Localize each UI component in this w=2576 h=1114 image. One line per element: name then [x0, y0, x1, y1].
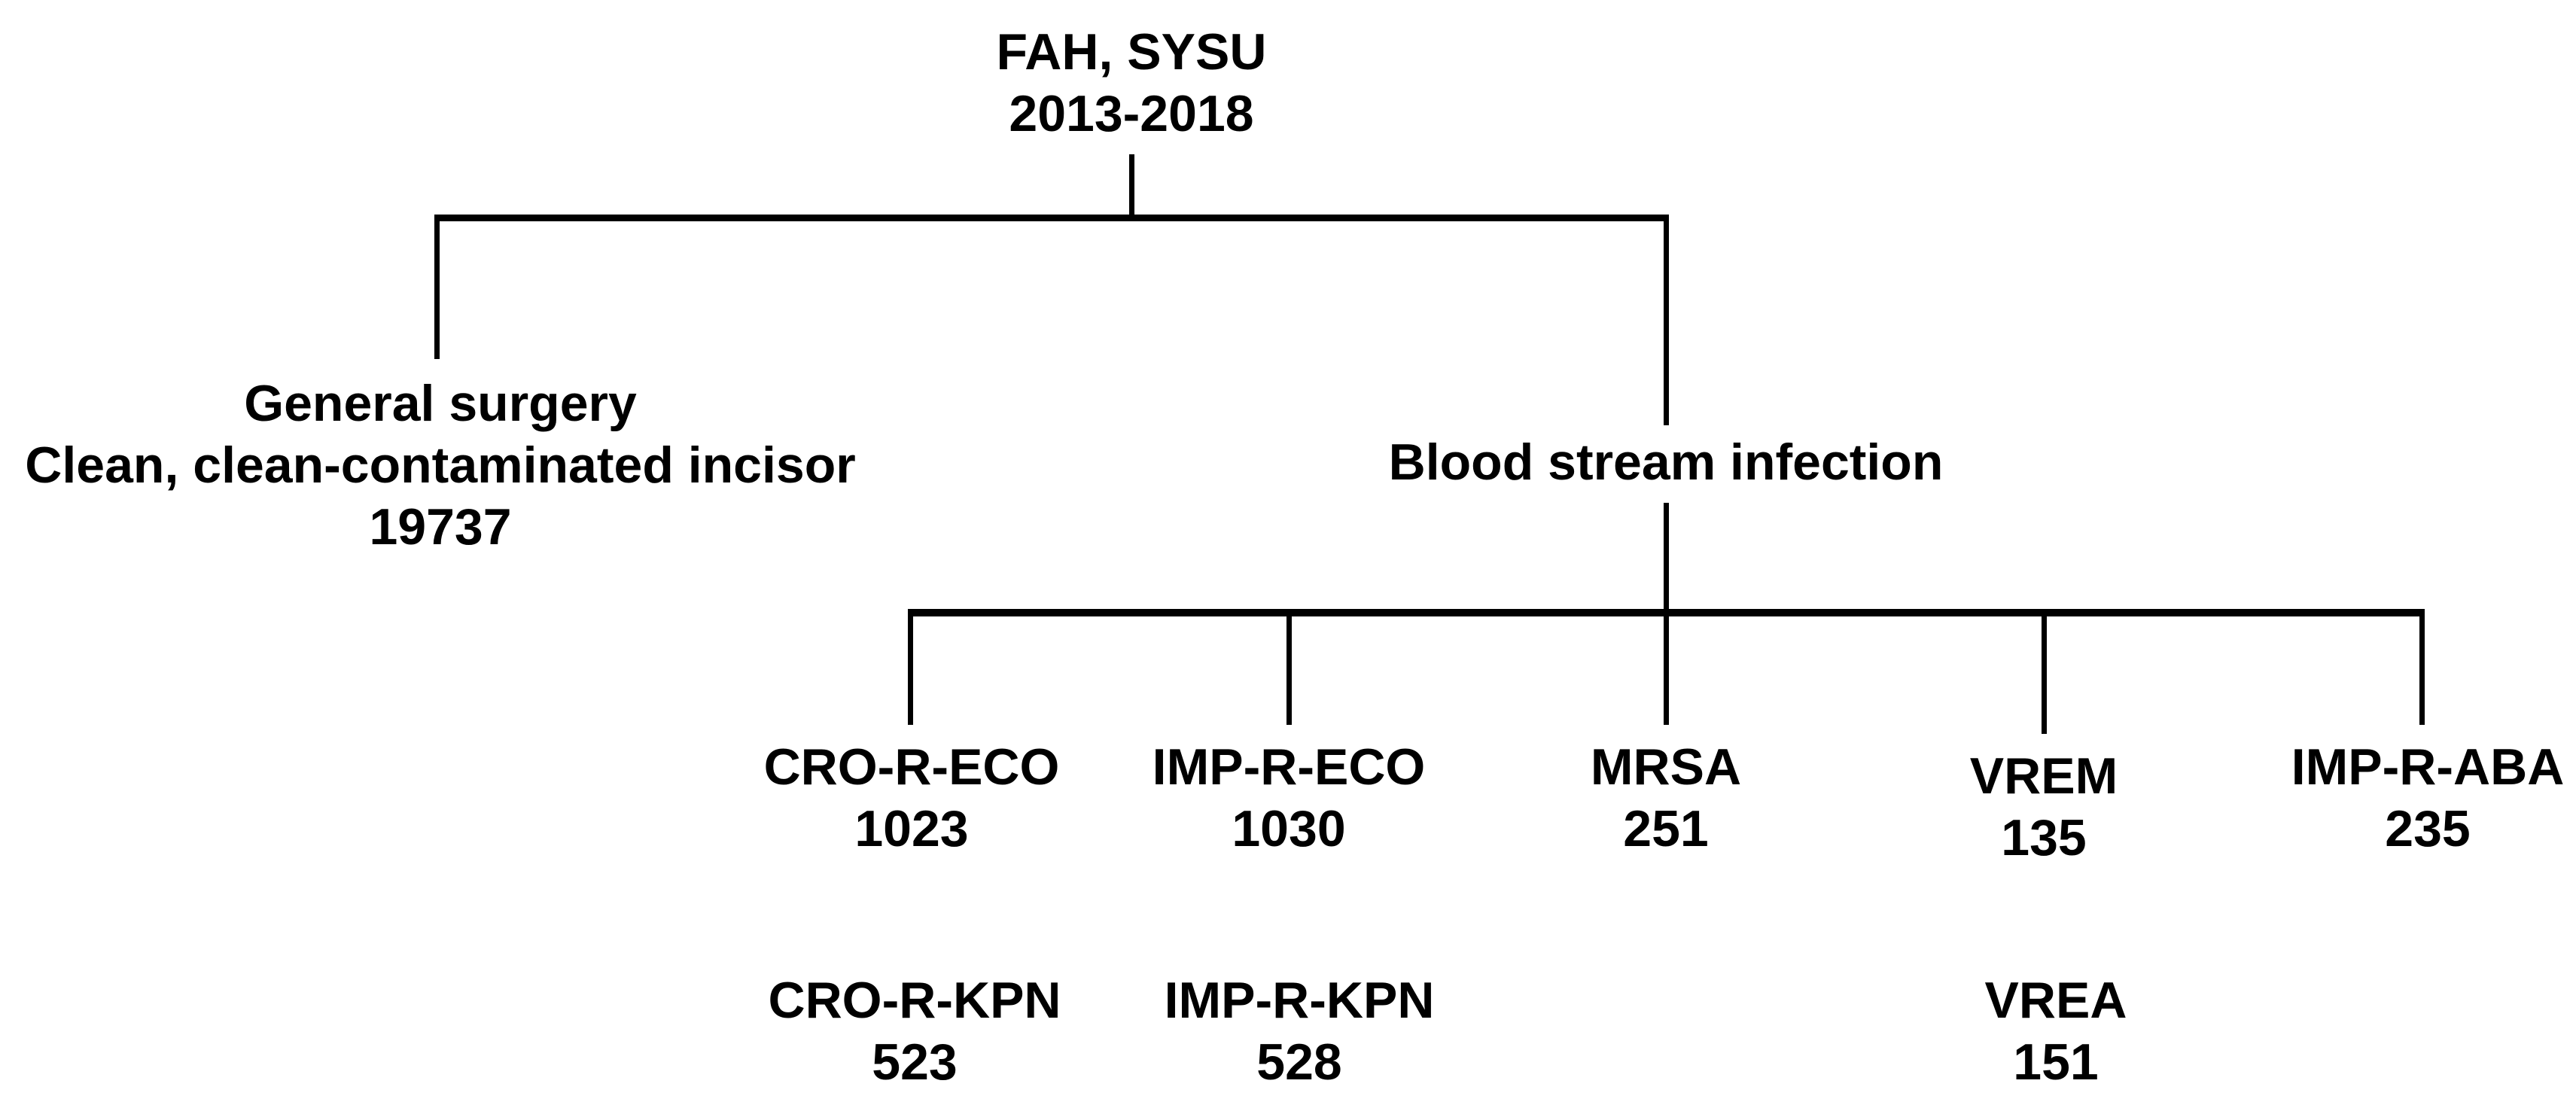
node-imp-r-kpn-count: 528	[1256, 1033, 1342, 1091]
connector-child4-stem	[2042, 609, 2047, 734]
node-cro-r-kpn: CRO-R-KPN 523	[768, 969, 1061, 1093]
node-imp-r-eco: IMP-R-ECO 1030	[1153, 736, 1426, 860]
node-root-title: FAH, SYSU	[996, 23, 1267, 81]
connector-level2-bar	[908, 609, 2425, 616]
node-cro-r-kpn-count: 523	[872, 1033, 958, 1091]
node-cro-r-eco: CRO-R-ECO 1023	[764, 736, 1060, 860]
node-cro-r-eco-count: 1023	[854, 800, 969, 857]
connector-child2-stem	[1286, 609, 1292, 725]
node-vrem: VREM 135	[1970, 745, 2118, 869]
node-blood-stream-infection: Blood stream infection	[1389, 431, 1944, 493]
node-imp-r-aba-label: IMP-R-ABA	[2291, 738, 2565, 796]
node-imp-r-eco-count: 1030	[1232, 800, 1346, 857]
node-imp-r-aba: IMP-R-ABA 235	[2291, 736, 2565, 860]
node-vrea-label: VREA	[1984, 972, 2127, 1029]
node-general-surgery-sublabel: Clean, clean-contaminated incisor	[25, 437, 856, 494]
connector-left-branch-stem	[434, 215, 440, 359]
node-blood-stream-infection-label: Blood stream infection	[1388, 434, 1944, 491]
node-imp-r-eco-label: IMP-R-ECO	[1152, 738, 1426, 796]
node-vrea: VREA 151	[1985, 969, 2127, 1093]
node-vrem-count: 135	[2001, 809, 2087, 866]
node-vrem-label: VREM	[1969, 747, 2118, 805]
node-general-surgery: General surgery Clean, clean-contaminate…	[25, 373, 855, 558]
node-root-period: 2013-2018	[1009, 85, 1254, 142]
node-root: FAH, SYSU 2013-2018	[997, 21, 1267, 145]
connector-child1-stem	[908, 609, 913, 725]
connector-child5-stem	[2419, 609, 2425, 725]
node-general-surgery-count: 19737	[369, 498, 512, 555]
node-imp-r-kpn-label: IMP-R-KPN	[1164, 972, 1435, 1029]
node-mrsa-label: MRSA	[1590, 738, 1742, 796]
connector-root-stem	[1129, 154, 1134, 218]
node-general-surgery-label: General surgery	[244, 375, 637, 432]
connector-level1-bar	[434, 215, 1669, 221]
node-vrea-count: 151	[2013, 1033, 2099, 1091]
node-mrsa: MRSA 251	[1591, 736, 1741, 860]
node-cro-r-eco-label: CRO-R-ECO	[763, 738, 1060, 796]
node-mrsa-count: 251	[1623, 800, 1709, 857]
node-imp-r-kpn: IMP-R-KPN 528	[1165, 969, 1435, 1093]
connector-right-branch-stem	[1664, 215, 1669, 425]
node-imp-r-aba-count: 235	[2385, 800, 2471, 857]
node-cro-r-kpn-label: CRO-R-KPN	[768, 972, 1061, 1029]
